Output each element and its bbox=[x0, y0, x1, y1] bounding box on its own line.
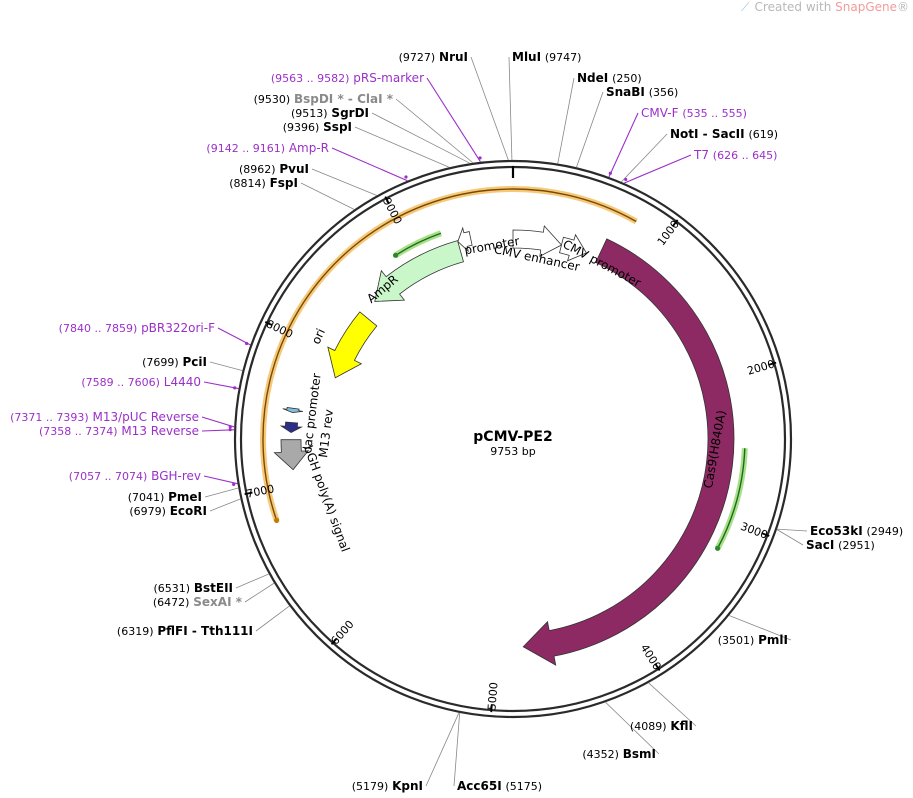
plasmid-size: 9753 bp bbox=[490, 445, 535, 458]
site-m13-puc-reverse[interactable]: (7371 .. 7393) M13/pUC Reverse bbox=[10, 410, 235, 429]
site-label: MluI (9747) bbox=[512, 50, 581, 64]
site-bsmi[interactable]: (4352) BsmI bbox=[582, 701, 660, 761]
site-label: SacI (2951) bbox=[806, 538, 875, 552]
site-bgh-rev[interactable]: (7057 .. 7074) BGH-rev bbox=[69, 469, 238, 486]
site-label: (7057 .. 7074) BGH-rev bbox=[69, 469, 201, 483]
site-snabi[interactable]: SnaBI (356) bbox=[576, 85, 678, 168]
site-label: (5179) KpnI bbox=[352, 779, 423, 793]
site-label: (9513) SgrDI bbox=[291, 106, 369, 120]
orf-arc-2 bbox=[714, 448, 748, 551]
site-label: (8814) FspI bbox=[229, 176, 298, 190]
site-nrui[interactable]: (9727) NruI bbox=[399, 50, 509, 161]
site-fspi[interactable]: (8814) FspI bbox=[229, 176, 355, 210]
site-pcii[interactable]: (7699) PciI bbox=[142, 355, 243, 372]
site-t7[interactable]: T7 (626 .. 645) bbox=[623, 148, 777, 184]
ruler-tick-label: 6000 bbox=[328, 618, 356, 648]
site-noti-sacii[interactable]: NotI - SacII (619) bbox=[621, 127, 778, 183]
site-saci[interactable]: SacI (2951) bbox=[776, 529, 875, 552]
site-label: (6319) PflFI - Tth111I bbox=[117, 624, 253, 638]
ruler-tick-label: 7000 bbox=[245, 482, 275, 500]
site-label: (4089) KflI bbox=[630, 719, 693, 733]
snapgene-watermark: ⟋Created with SnapGene® bbox=[741, 0, 909, 14]
site-label: Eco53kI (2949) bbox=[810, 524, 903, 538]
site-label: (7589 .. 7606) L4440 bbox=[81, 375, 201, 389]
site-ecori[interactable]: (6979) EcoRI bbox=[129, 498, 241, 518]
site-pvui[interactable]: (8962) PvuI bbox=[239, 162, 378, 196]
site-cmv-f[interactable]: CMV-F (535 .. 555) bbox=[608, 106, 747, 178]
feature-ori[interactable]: ori bbox=[309, 311, 378, 379]
ruler-tick-5000: 5000 bbox=[485, 682, 501, 713]
site-label: (9530) BspDI * - ClaI * bbox=[254, 92, 394, 106]
feature-cas9-h840a[interactable]: Cas9(H840A) bbox=[522, 238, 735, 666]
ruler-tick-label: 5000 bbox=[485, 682, 500, 711]
site-sexai[interactable]: (6472) SexAI * bbox=[153, 582, 275, 609]
site-label: (7699) PciI bbox=[142, 355, 207, 369]
site-pmei[interactable]: (7041) PmeI bbox=[128, 487, 239, 504]
site-sgrdi[interactable]: (9513) SgrDI bbox=[291, 106, 471, 164]
site-label: (6979) EcoRI bbox=[129, 504, 207, 518]
site-label: (7041) PmeI bbox=[128, 490, 202, 504]
ruler-tick-label: 4000 bbox=[638, 642, 664, 673]
site-label: (7358 .. 7374) M13 Reverse bbox=[39, 424, 199, 438]
site-label: (7371 .. 7393) M13/pUC Reverse bbox=[10, 410, 199, 424]
site-mlui[interactable]: MluI (9747) bbox=[508, 50, 581, 161]
site-label: (9727) NruI bbox=[399, 50, 468, 64]
ruler-tick-6000: 6000 bbox=[328, 618, 356, 648]
orf-arc-3 bbox=[392, 230, 442, 258]
ruler-tick-3000: 3000 bbox=[739, 520, 770, 542]
site-l4440[interactable]: (7589 .. 7606) L4440 bbox=[81, 375, 239, 390]
ruler-tick-7000: 7000 bbox=[244, 482, 275, 501]
site-bsteii[interactable]: (6531) BstEII bbox=[153, 573, 269, 595]
snapgene-logo-icon: ⟋ bbox=[741, 0, 750, 14]
site-eco53ki[interactable]: Eco53kI (2949) bbox=[777, 524, 903, 538]
site-label: NotI - SacII (619) bbox=[670, 127, 778, 141]
site-sspi[interactable]: (9396) SspI bbox=[283, 120, 450, 168]
site-label: (6531) BstEII bbox=[153, 581, 233, 595]
site-label: (9396) SspI bbox=[283, 120, 352, 134]
site-label: T7 (626 .. 645) bbox=[693, 148, 777, 162]
feature-ampr[interactable]: AmpR bbox=[364, 240, 464, 306]
site-ndei[interactable]: NdeI (250) bbox=[557, 71, 642, 164]
site-label: NdeI (250) bbox=[577, 71, 642, 85]
site-label: (3501) PmlI bbox=[718, 633, 788, 647]
feature-bgh-poly-a-signal[interactable]: bGH poly(A) signal bbox=[273, 439, 352, 554]
feature-label-bgh-poly-a-signal: bGH poly(A) signal bbox=[301, 444, 352, 554]
site-kfli[interactable]: (4089) KflI bbox=[630, 682, 697, 733]
ruler-tick-label: 3000 bbox=[739, 520, 770, 542]
site-pbr322ori-f[interactable]: (7840 .. 7859) pBR322ori-F bbox=[59, 321, 251, 346]
site-prs-marker[interactable]: (9563 .. 9582) pRS-marker bbox=[271, 71, 482, 163]
ruler-tick-label: 2000 bbox=[746, 357, 777, 377]
ruler-tick-2000: 2000 bbox=[746, 357, 777, 378]
site-pmli[interactable]: (3501) PmlI bbox=[718, 615, 792, 647]
orf-arcs bbox=[260, 186, 748, 551]
site-label: CMV-F (535 .. 555) bbox=[641, 106, 747, 120]
site-label: SnaBI (356) bbox=[606, 85, 678, 99]
site-label: (9563 .. 9582) pRS-marker bbox=[271, 71, 424, 85]
site-label: Acc65I (5175) bbox=[457, 779, 542, 793]
site-bspdi-clai[interactable]: (9530) BspDI * - ClaI * bbox=[254, 92, 474, 164]
site-amp-r[interactable]: (9142 .. 9161) Amp-R bbox=[206, 141, 408, 182]
feature-label-ori: ori bbox=[309, 326, 328, 346]
feature-m13-rev[interactable]: M13 rev bbox=[279, 409, 336, 459]
ruler-tick-4000: 4000 bbox=[638, 642, 664, 673]
site-label: (4352) BsmI bbox=[582, 747, 656, 761]
site-kpni[interactable]: (5179) KpnI bbox=[352, 712, 460, 793]
plasmid-name: pCMV-PE2 bbox=[473, 429, 552, 445]
site-label: (9142 .. 9161) Amp-R bbox=[206, 141, 329, 155]
site-labels: (9727) NruI MluI (9747) NdeI (250)SnaBI (3… bbox=[10, 50, 903, 793]
site-pflfi-tth111i[interactable]: (6319) PflFI - Tth111I bbox=[117, 605, 290, 638]
backbone-outer-circle bbox=[233, 159, 793, 719]
feature-label-m13-rev: M13 rev bbox=[316, 409, 336, 459]
site-acc65i[interactable]: Acc65I (5175) bbox=[453, 712, 542, 793]
site-label: (6472) SexAI * bbox=[153, 595, 243, 609]
orf-arc-1 bbox=[260, 186, 638, 523]
site-label: (8962) PvuI bbox=[239, 162, 309, 176]
site-label: (7840 .. 7859) pBR322ori-F bbox=[59, 321, 215, 335]
site-m13-reverse[interactable]: (7358 .. 7374) M13 Reverse bbox=[39, 424, 235, 438]
